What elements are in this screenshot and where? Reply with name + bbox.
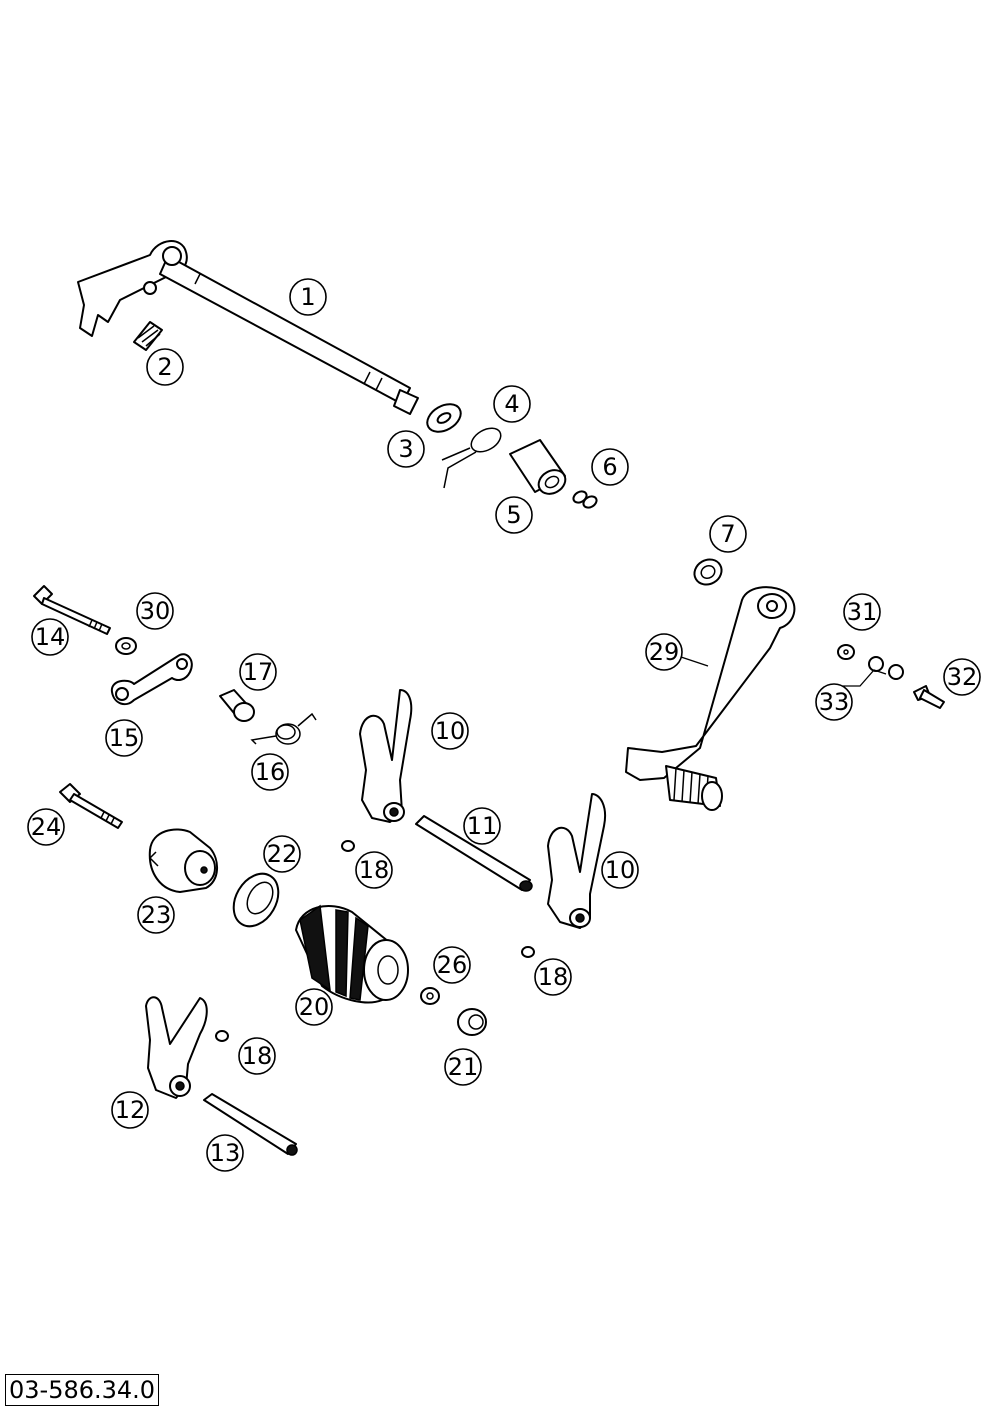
svg-text:5: 5 [506, 501, 521, 529]
svg-text:11: 11 [467, 812, 498, 840]
callout-23: 23 [137, 896, 175, 934]
callout-10: 10 [431, 712, 469, 750]
part-lever-15 [110, 653, 193, 706]
svg-text:30: 30 [140, 597, 171, 625]
callout-31: 31 [843, 593, 881, 631]
svg-text:10: 10 [435, 717, 466, 745]
callout-1: 1 [289, 278, 327, 316]
svg-text:2: 2 [157, 353, 172, 381]
svg-text:17: 17 [243, 658, 274, 686]
callout-13: 13 [206, 1134, 244, 1172]
part-shift-fork-10a [359, 689, 413, 823]
callout-18: 18 [355, 851, 393, 889]
svg-text:10: 10 [605, 856, 636, 884]
svg-text:24: 24 [31, 813, 62, 841]
svg-text:13: 13 [210, 1139, 241, 1167]
part-nut-33 [868, 656, 904, 680]
leader-lines [671, 653, 887, 687]
part-fork-rail-13 [203, 1093, 298, 1156]
callout-20: 20 [295, 988, 333, 1026]
svg-text:32: 32 [947, 663, 978, 691]
part-screw-32 [913, 685, 945, 709]
part-fork-rail-11 [415, 815, 533, 892]
svg-text:18: 18 [359, 856, 390, 884]
part-shift-drum-20 [295, 904, 409, 1004]
callout-14: 14 [31, 618, 69, 656]
svg-text:18: 18 [538, 963, 569, 991]
svg-text:18: 18 [242, 1042, 273, 1070]
callout-21: 21 [444, 1048, 482, 1086]
svg-text:23: 23 [141, 901, 172, 929]
drawing-number-label: 03-586.34.0 [5, 1374, 160, 1406]
part-bolt-14 [33, 585, 111, 635]
callout-6: 6 [591, 448, 629, 486]
callout-12: 12 [111, 1091, 149, 1129]
part-clip-4 [441, 427, 502, 489]
part-spring-2 [133, 321, 163, 351]
callout-33: 33 [815, 683, 853, 721]
svg-text:3: 3 [398, 435, 413, 463]
svg-text:1: 1 [300, 283, 315, 311]
callout-29: 29 [645, 633, 683, 671]
callout-30: 30 [136, 592, 174, 630]
part-bushing-5 [509, 439, 567, 495]
svg-text:31: 31 [847, 598, 878, 626]
svg-text:4: 4 [504, 390, 519, 418]
part-o-ring-6 [572, 490, 598, 509]
part-bushing-21 [457, 1008, 487, 1036]
part-screw-24 [59, 783, 123, 829]
part-washer-30 [115, 637, 137, 655]
part-shift-fork-12 [145, 996, 208, 1099]
svg-text:15: 15 [109, 724, 140, 752]
svg-text:16: 16 [255, 758, 286, 786]
callout-2: 2 [146, 348, 184, 386]
callout-16: 16 [251, 753, 289, 791]
callout-3: 3 [387, 430, 425, 468]
callout-26: 26 [433, 946, 471, 984]
svg-text:22: 22 [267, 840, 298, 868]
callout-32: 32 [943, 658, 981, 696]
part-bearing-22 [232, 872, 280, 928]
part-shift-lever-29 [625, 586, 796, 811]
callout-22: 22 [263, 835, 301, 873]
part-washer-26 [420, 987, 440, 1005]
callout-24: 24 [27, 808, 65, 846]
callout-7: 7 [709, 515, 747, 553]
callout-18: 18 [534, 958, 572, 996]
svg-text:20: 20 [299, 993, 330, 1021]
svg-text:29: 29 [649, 638, 680, 666]
svg-text:21: 21 [448, 1053, 479, 1081]
svg-text:6: 6 [602, 453, 617, 481]
svg-text:7: 7 [720, 520, 735, 548]
part-pin-18c [215, 1030, 229, 1042]
part-bushing-17 [219, 689, 255, 722]
part-shift-fork-10b [547, 793, 606, 929]
svg-text:33: 33 [819, 688, 850, 716]
part-shift-shaft [77, 240, 419, 415]
part-washer-3 [426, 403, 462, 433]
part-pin-18b [521, 946, 535, 958]
callout-4: 4 [493, 385, 531, 423]
svg-text:14: 14 [35, 623, 66, 651]
callout-17: 17 [239, 653, 277, 691]
svg-text:26: 26 [437, 951, 468, 979]
callout-5: 5 [495, 496, 533, 534]
svg-text:12: 12 [115, 1096, 146, 1124]
part-pin-18a [341, 840, 355, 852]
part-seal-7 [693, 558, 723, 586]
part-spring-16 [250, 712, 317, 745]
part-washer-31 [837, 644, 855, 660]
callout-11: 11 [463, 807, 501, 845]
callout-15: 15 [105, 719, 143, 757]
part-drum-housing-23 [148, 828, 218, 893]
callout-18: 18 [238, 1037, 276, 1075]
callout-10: 10 [601, 851, 639, 889]
